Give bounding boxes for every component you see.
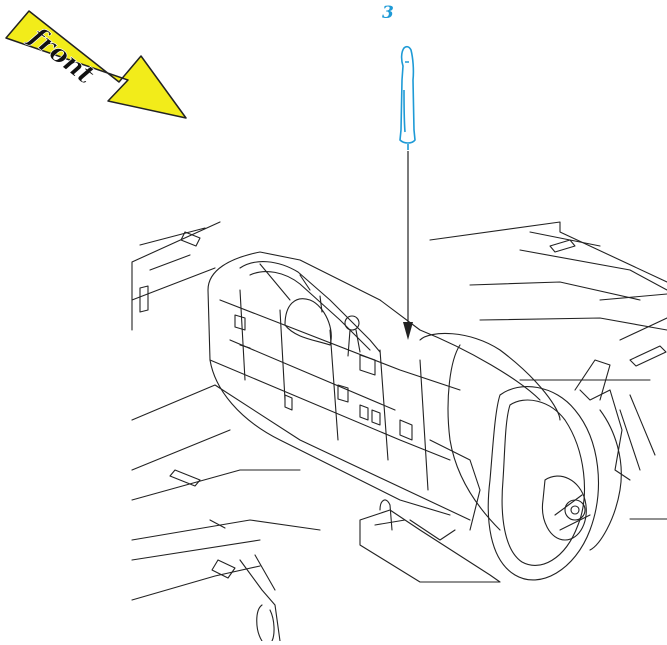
part-number-label: 3 [382,3,394,23]
front-direction-arrow: front [5,10,187,119]
part-3-antenna-mast [399,45,416,150]
aircraft-fuselage-drawing [131,221,667,642]
assembly-leader-line [403,151,413,340]
arrow-text: front [22,21,100,91]
arrow-shape [5,10,187,119]
